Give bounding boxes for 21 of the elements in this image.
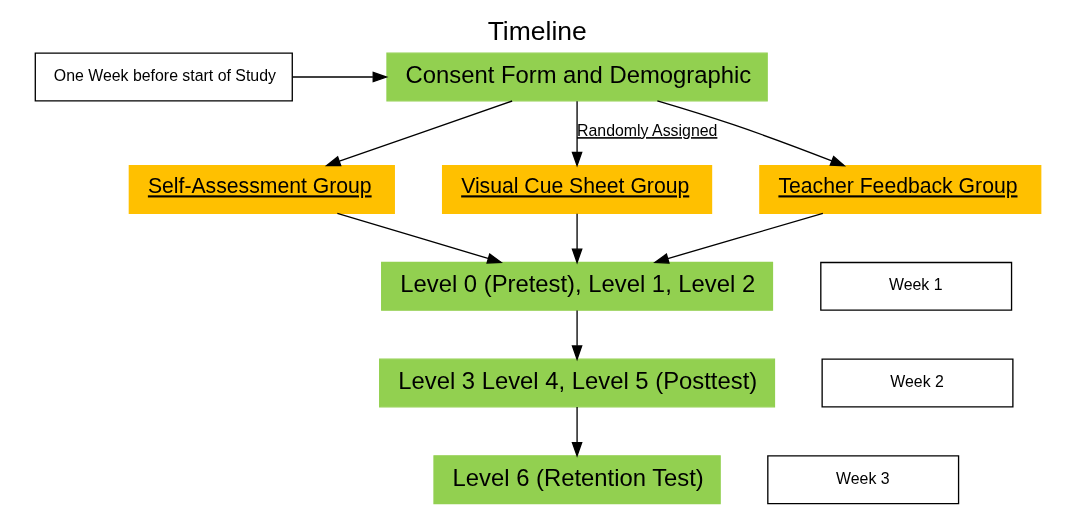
arrow — [571, 309, 583, 362]
arrow — [291, 71, 388, 83]
node-box: Week 1 — [819, 261, 1012, 311]
arrow — [571, 100, 583, 168]
node-box: Level 3 Level 4, Level 5 (Posttest) — [378, 358, 775, 408]
arrow — [571, 406, 583, 458]
node-box: Self-Assessment Group — [128, 165, 395, 215]
node-box: Week 2 — [821, 358, 1014, 408]
node-box: Visual Cue Sheet Group — [441, 165, 712, 215]
arrow — [656, 100, 846, 167]
node-box: Consent Form and Demographic — [385, 52, 768, 102]
node-box: Teacher Feedback Group — [758, 165, 1041, 215]
arrow — [324, 100, 513, 167]
node-box: One Week before start of Study — [34, 52, 293, 102]
node-box: Level 0 (Pretest), Level 1, Level 2 — [380, 261, 773, 311]
node-box: Week 3 — [766, 455, 959, 505]
arrow — [336, 212, 503, 264]
arrow — [571, 213, 583, 265]
node-box: Level 6 (Retention Test) — [432, 455, 721, 505]
diagram-title: Timeline — [487, 15, 587, 46]
arrow — [652, 212, 824, 264]
